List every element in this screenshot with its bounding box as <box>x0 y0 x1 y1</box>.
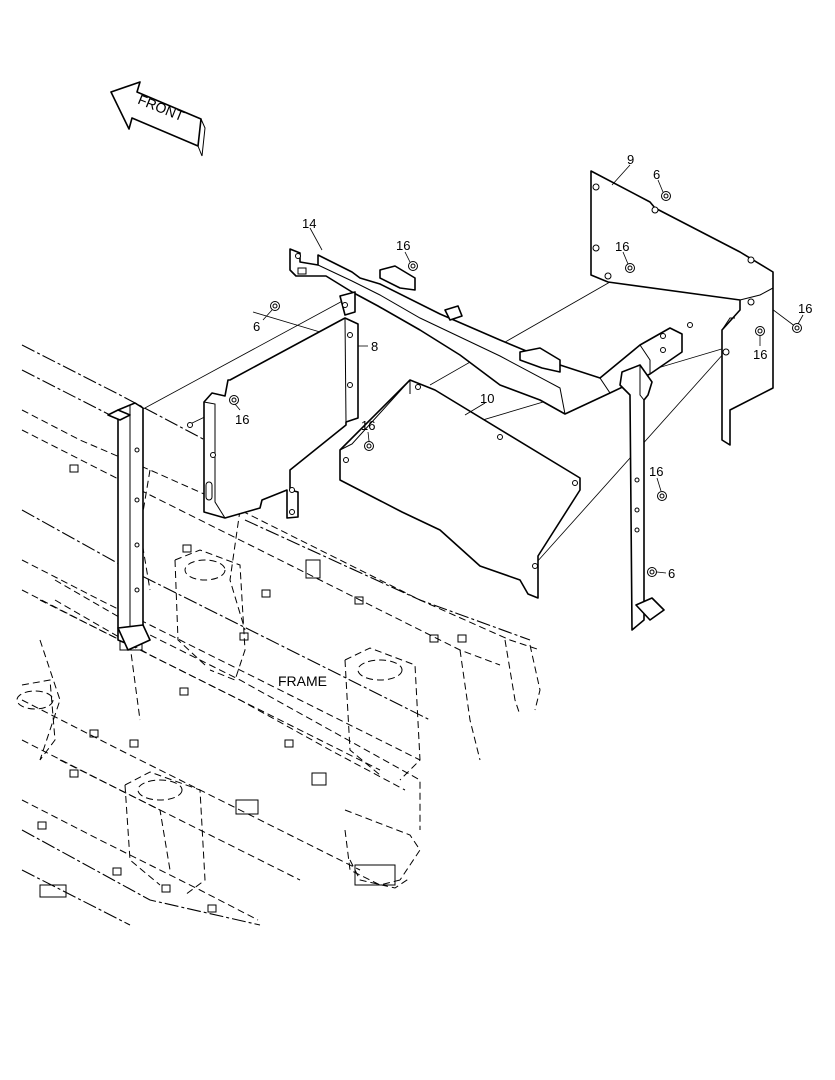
callout-6-strap: 6 <box>668 566 675 581</box>
frame-tower-3 <box>124 771 206 896</box>
callout-16-strap: 16 <box>649 464 663 479</box>
callout-16-right-outer: 16 <box>798 301 812 316</box>
frame-tower-1 <box>174 549 246 681</box>
callout-16-cover: 16 <box>615 239 629 254</box>
callout-9: 9 <box>627 152 634 167</box>
bolt-16-panel-8 <box>229 395 239 405</box>
callout-6-top: 6 <box>653 167 660 182</box>
callout-16-right-inner: 16 <box>753 347 767 362</box>
bolt-16-cover-10 <box>364 441 374 451</box>
bolt-16-top-center <box>408 261 418 271</box>
bolt-16-right-inner <box>755 326 765 336</box>
part-8-side-panel <box>187 317 359 519</box>
callout-16-panel: 16 <box>235 412 249 427</box>
bolt-16-strap <box>657 491 667 501</box>
front-arrow: FRONT <box>110 81 206 157</box>
part-9-cover-plate <box>590 170 774 446</box>
callout-leaders <box>234 164 804 574</box>
bolt-6-left-panel <box>270 301 280 311</box>
callout-16-lower: 16 <box>361 418 375 433</box>
bolt-6-strap <box>647 567 657 577</box>
part-14-support-bracket <box>289 248 693 415</box>
frame-bosses <box>37 464 467 913</box>
part-10-lower-cover <box>339 379 581 599</box>
vertical-strap <box>619 364 665 631</box>
bolt-6-top-right <box>661 191 671 201</box>
callout-8: 8 <box>371 339 378 354</box>
frame-structure: FRAME <box>16 344 541 926</box>
bolts <box>229 191 802 577</box>
callout-10: 10 <box>480 391 494 406</box>
frame-tower-left <box>16 679 56 761</box>
frame-label: FRAME <box>278 673 327 689</box>
left-mount-bracket <box>107 402 151 651</box>
bolt-16-cover-top <box>625 263 635 273</box>
callout-16-bracket: 16 <box>396 238 410 253</box>
frame-tower-2 <box>344 647 421 781</box>
callout-numbers: 9 6 14 16 16 6 8 16 16 16 10 16 16 6 <box>235 152 812 581</box>
bolt-16-right-outer <box>792 323 802 333</box>
callout-6-panel: 6 <box>253 319 260 334</box>
callout-14: 14 <box>302 216 316 231</box>
